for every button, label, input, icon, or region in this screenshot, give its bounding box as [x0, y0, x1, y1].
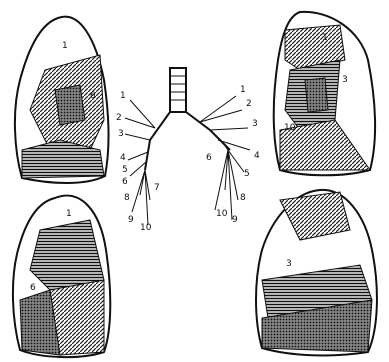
label-segment: 1	[66, 209, 72, 219]
lung-bottom-left: 1 6	[13, 196, 110, 357]
trachea	[170, 68, 186, 112]
label-branch: 4	[120, 153, 126, 163]
label-branch: 9	[232, 215, 238, 225]
lung-top-right: 1 3 10	[274, 12, 375, 175]
label-branch: 3	[252, 119, 258, 129]
label-branch: 9	[128, 215, 134, 225]
label-branch: 8	[124, 193, 130, 203]
segment-dark-top-right	[305, 78, 328, 112]
label-branch: 6	[122, 177, 128, 187]
lung-bottom-right: 3	[256, 190, 377, 356]
label-segment: 6	[30, 283, 36, 293]
label-segment: 3	[286, 259, 292, 269]
label-branch: 1	[240, 85, 246, 95]
lung-top-left: 1 6	[15, 17, 109, 183]
label-branch: 3	[118, 129, 124, 139]
label-segment: 3	[342, 75, 348, 85]
label-branch: 5	[244, 169, 250, 179]
label-branch: 10	[216, 209, 228, 219]
label-segment: 10	[284, 123, 296, 133]
label-branch: 2	[246, 99, 252, 109]
label-branch: 2	[116, 113, 122, 123]
label-segment: 6	[90, 91, 96, 101]
label-branch: 8	[240, 193, 246, 203]
bronchial-tree: 1 2 3 4 5 6 7 8 9 10 1 2 3 4 5 6 8 9 10	[116, 68, 260, 233]
label-branch: 10	[140, 223, 152, 233]
segment-dark-top-left	[55, 85, 85, 125]
left-branches	[125, 100, 155, 225]
label-branch: 5	[122, 165, 128, 175]
label-branch: 6	[206, 153, 212, 163]
label-branch: 7	[154, 183, 160, 193]
label-branch: 4	[254, 151, 260, 161]
right-main-bronchus	[186, 112, 230, 150]
label-segment: 1	[62, 41, 68, 51]
label-segment: 1	[322, 33, 328, 43]
label-branch: 1	[120, 91, 126, 101]
